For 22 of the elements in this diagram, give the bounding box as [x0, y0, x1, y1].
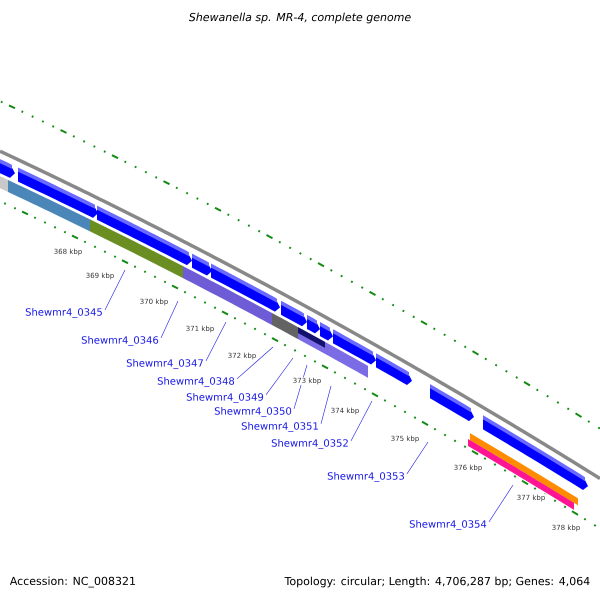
gene-label: Shewmr4_0353 [328, 472, 404, 482]
leader-line [266, 358, 294, 396]
gene-label: Shewmr4_0349 [186, 393, 264, 403]
leader-line [406, 442, 428, 474]
gene-label: Shewmr4_0352 [272, 439, 348, 449]
leader-line [350, 400, 372, 442]
gene-label: Shewmr4_0346 [82, 336, 158, 346]
genome-summary: Topology: circular; Length: 4,706,287 bp; Genes: 4,064 [284, 576, 590, 588]
leader-line [104, 270, 126, 310]
gene-label: Shewmr4_0347 [126, 359, 203, 369]
leader-line [206, 322, 226, 362]
title: Shewanella sp. MR-4, complete genome [188, 12, 411, 24]
gene-label: Shewmr4_0350 [214, 407, 292, 417]
leader-line [236, 346, 274, 380]
gene-label: Shewmr4_0351 [242, 422, 318, 432]
gene-label: Shewmr4_0348 [158, 377, 234, 387]
accession-label: Accession: NC_008321 [10, 576, 135, 588]
gene-label: Shewmr4_0354 [410, 520, 486, 530]
gene-label: Shewmr4_0345 [26, 308, 102, 318]
leader-line [488, 484, 514, 522]
leader-line [160, 300, 178, 338]
leader-line [320, 386, 332, 424]
